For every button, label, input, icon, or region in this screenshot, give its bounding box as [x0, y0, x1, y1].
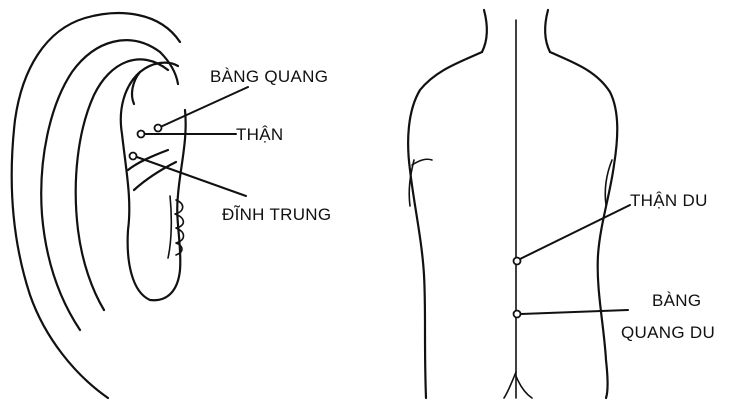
ear-antihelix-inner [76, 59, 168, 310]
leader-than-du [520, 205, 630, 259]
point-dinh-trung [130, 153, 137, 160]
ear-tragus-edge [168, 196, 171, 258]
label-than: THẬN [236, 125, 283, 144]
point-bang-quang [155, 125, 162, 132]
label-bang-quang-du-line2: QUANG DU [621, 323, 715, 342]
leader-bang-quang [158, 87, 248, 128]
point-than [138, 131, 145, 138]
point-than-du [514, 258, 521, 265]
back-left-outline [408, 52, 482, 398]
back-neck-left [482, 10, 487, 52]
ear-antihelix-crus-top [160, 52, 178, 84]
back-drawing [408, 10, 617, 398]
ear-helix-outline [12, 13, 180, 398]
back-right-outline [550, 52, 617, 398]
back-neck-right [545, 10, 550, 52]
label-bang-quang: BÀNG QUANG [210, 67, 328, 86]
back-points [514, 205, 631, 318]
back-left-scapula-mark [412, 159, 432, 165]
back-gluteal-cleft [504, 372, 516, 398]
ear-helix-crus-1 [134, 162, 176, 190]
back-gluteal-curve [516, 376, 532, 398]
leader-bang-quang-du [521, 310, 628, 314]
ear-triangular-fossa [132, 63, 178, 104]
ear-concha-outline [121, 72, 186, 300]
ear-drawing [12, 13, 186, 398]
label-bang-quang-du-line1: BÀNG [652, 291, 701, 310]
label-dinh-trung: ĐĨNH TRUNG [222, 205, 331, 224]
point-bang-quang-du [514, 311, 521, 318]
label-than-du: THẬN DU [630, 191, 708, 210]
